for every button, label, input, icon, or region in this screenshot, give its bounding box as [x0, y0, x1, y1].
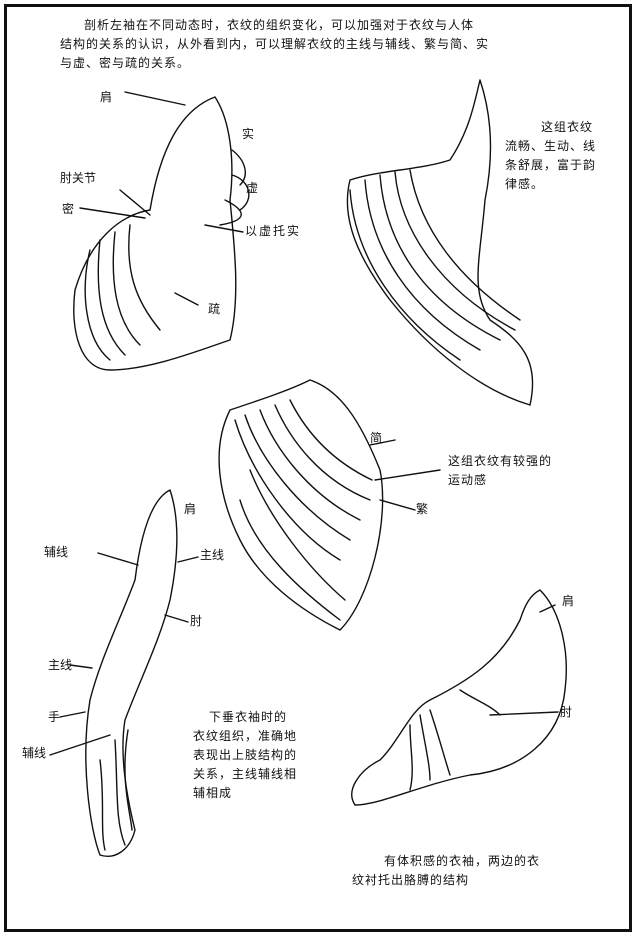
- figure5-caption: 有体积感的衣袖，两边的衣 纹衬托出胳膊的结构: [352, 852, 540, 890]
- label-simple: 简: [370, 431, 383, 445]
- label-solid: 实: [242, 127, 255, 141]
- intro-line: 与虚、密与疏的关系。: [60, 56, 191, 70]
- caption-line: 关系，主线辅线相: [193, 767, 298, 781]
- label-aux-line: 辅线: [44, 545, 69, 559]
- figure3-caption: 这组衣纹有较强的 运动感: [448, 452, 552, 490]
- label-sparse: 疏: [208, 302, 221, 316]
- figure4-caption: 下垂衣袖时的 衣纹组织，准确地 表现出上肢结构的 关系，主线辅线相 辅相成: [193, 708, 297, 803]
- intro-line: 结构的关系的认识，从外看到内，可以理解衣纹的主线与辅线、繁与简、实: [60, 37, 490, 51]
- caption-line: 这组衣纹: [541, 120, 594, 134]
- figure4-drawing: [49, 489, 199, 857]
- page-border: [4, 4, 632, 932]
- figure2-drawing: [346, 79, 534, 406]
- label-aux-line: 辅线: [22, 746, 47, 760]
- label-elbow: 肘: [560, 705, 573, 719]
- label-shoulder: 肩: [100, 90, 113, 104]
- label-shoulder: 肩: [184, 502, 197, 516]
- label-hand: 手: [48, 710, 61, 724]
- label-void-supports-solid: 以虚托实: [245, 224, 302, 238]
- figure5-drawing: [351, 589, 567, 806]
- caption-line: 运动感: [448, 473, 488, 487]
- label-dense: 密: [62, 202, 75, 216]
- label-elbow: 肘: [190, 614, 203, 628]
- caption-line: 衣纹组织，准确地: [193, 729, 298, 743]
- caption-line: 下垂衣袖时的: [209, 710, 288, 724]
- label-complex: 繁: [416, 502, 429, 516]
- label-void: 虚: [246, 181, 259, 195]
- figure1-drawing: [73, 91, 250, 371]
- caption-line: 表现出上肢结构的: [193, 748, 298, 762]
- caption-line: 纹衬托出胳膊的结构: [352, 873, 470, 887]
- intro-line: 剖析左袖在不同动态时，衣纹的组织变化，可以加强对于衣纹与人体: [84, 18, 475, 32]
- caption-line: 条舒展，富于韵: [505, 158, 597, 172]
- label-main-line: 主线: [200, 548, 225, 562]
- label-elbow-joint: 肘关节: [60, 171, 97, 185]
- caption-line: 这组衣纹有较强的: [448, 454, 553, 468]
- figure2-caption: 这组衣纹 流畅、生动、线 条舒展，富于韵 律感。: [505, 118, 596, 194]
- intro-paragraph: 剖析左袖在不同动态时，衣纹的组织变化，可以加强对于衣纹与人体 结构的关系的认识，…: [60, 16, 489, 73]
- label-shoulder: 肩: [562, 594, 575, 608]
- caption-line: 辅相成: [193, 786, 233, 800]
- caption-line: 有体积感的衣袖，两边的衣: [384, 854, 541, 868]
- label-main-line: 主线: [48, 658, 73, 672]
- figure3-drawing: [218, 379, 441, 631]
- caption-line: 流畅、生动、线: [505, 139, 597, 153]
- caption-line: 律感。: [505, 177, 545, 191]
